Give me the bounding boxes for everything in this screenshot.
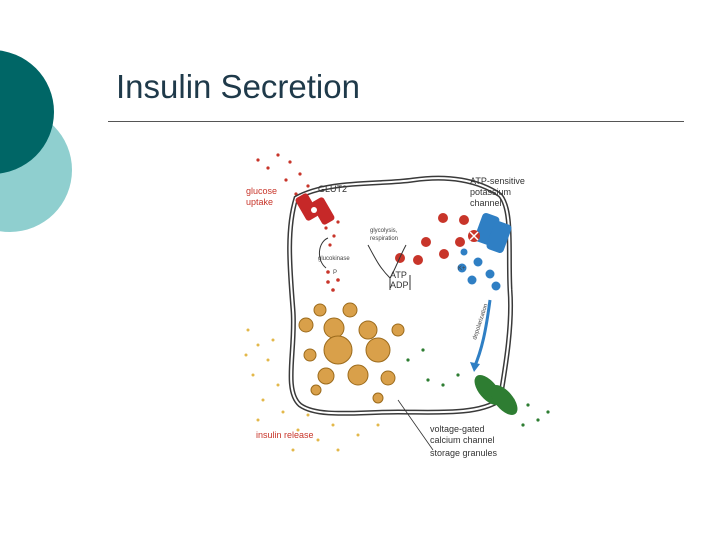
insulin-molecules	[244, 328, 380, 452]
atp-label: ATP	[390, 270, 407, 280]
glucose-uptake-label-line1: glucose	[246, 186, 277, 196]
granules-pointer	[397, 399, 434, 451]
insulin-secretion-diagram: glucose uptake GLUT2 ATP-sensitive potas…	[244, 153, 550, 458]
decorative-circles	[0, 50, 72, 232]
calcium-ions	[406, 348, 550, 427]
calcium-channel-label-line2: calcium channel	[430, 435, 495, 445]
atp-molecules	[395, 213, 469, 265]
insulin-release-label: insulin release	[256, 430, 314, 440]
katp-label-line1: ATP-sensitive	[470, 176, 525, 186]
storage-granules-label: storage granules	[430, 448, 498, 458]
slide-title: Insulin Secretion	[116, 68, 360, 105]
depolarization-arrow	[470, 299, 492, 372]
adp-label: ADP	[390, 280, 409, 290]
calcium-channel	[474, 375, 518, 415]
title-divider	[108, 121, 684, 122]
phosphate-label: P	[333, 270, 337, 276]
glucokinase-label: glucokinase	[318, 256, 350, 262]
katp-label-line3: channel	[470, 198, 502, 208]
calcium-channel-label-line1: voltage-gated	[430, 424, 485, 434]
glut2-label: GLUT2	[318, 184, 347, 194]
potassium-ions: K+	[457, 248, 501, 291]
glycolysis-label-line1: glycolysis,	[370, 228, 398, 234]
dark-teal-circle	[0, 50, 54, 174]
glycolysis-label-line2: respiration	[370, 236, 398, 242]
katp-channel	[468, 212, 512, 254]
katp-label-line2: potassium	[470, 187, 511, 197]
storage-granules	[298, 302, 405, 404]
phosphate-groups: P	[326, 270, 340, 292]
pathway-arrows	[319, 237, 411, 290]
glucose-uptake-label-line2: uptake	[246, 197, 273, 207]
k-ion-label: K+	[458, 266, 466, 272]
glut2-transporter	[295, 193, 335, 225]
glucose-molecules	[256, 153, 340, 247]
